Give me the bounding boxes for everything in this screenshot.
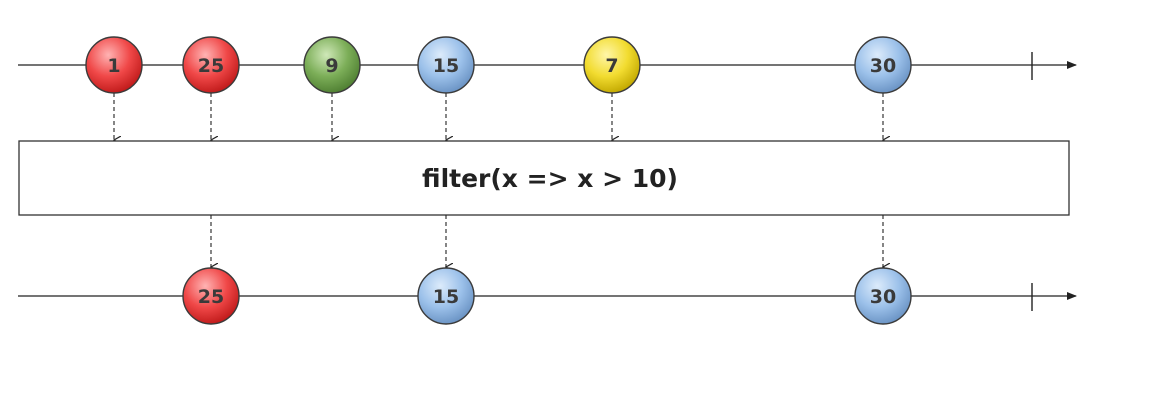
- input-marbles: 1 25 9 15 7 30: [85, 36, 912, 94]
- input-marble-circle: [854, 36, 912, 94]
- input-marble-label: 7: [605, 55, 618, 77]
- output-marble: 30: [854, 267, 912, 325]
- output-marble-label: 25: [198, 286, 224, 308]
- input-timeline: [18, 52, 1077, 80]
- output-marble: 25: [182, 267, 240, 325]
- input-marble: 30: [854, 36, 912, 94]
- output-marble-label: 15: [433, 286, 459, 308]
- input-marble: 1: [85, 36, 143, 94]
- output-marble: 15: [417, 267, 475, 325]
- input-marble-label: 25: [198, 55, 224, 77]
- operator-label: filter(x => x > 10): [422, 164, 678, 193]
- input-marble: 15: [417, 36, 475, 94]
- input-marble-circle: [303, 36, 361, 94]
- input-marble-circle: [417, 36, 475, 94]
- output-marble-circle: [182, 267, 240, 325]
- operator-rect: [18, 140, 1070, 216]
- output-marbles: 25 15 30: [182, 267, 912, 325]
- input-marble-circle: [182, 36, 240, 94]
- output-marble-label: 30: [870, 286, 896, 308]
- output-marble-circle: [417, 267, 475, 325]
- input-marble: 9: [303, 36, 361, 94]
- input-marble-label: 9: [325, 55, 338, 77]
- input-marble-label: 1: [107, 55, 120, 77]
- input-marble: 7: [583, 36, 641, 94]
- operator-box: filter(x => x > 10): [18, 140, 1070, 216]
- input-marble: 25: [182, 36, 240, 94]
- output-connectors: [211, 215, 883, 267]
- input-connectors: [114, 93, 883, 140]
- input-marble-circle: [583, 36, 641, 94]
- output-timeline: [18, 283, 1077, 311]
- input-marble-label: 15: [433, 55, 459, 77]
- output-marble-circle: [854, 267, 912, 325]
- input-marble-circle: [85, 36, 143, 94]
- input-marble-label: 30: [870, 55, 896, 77]
